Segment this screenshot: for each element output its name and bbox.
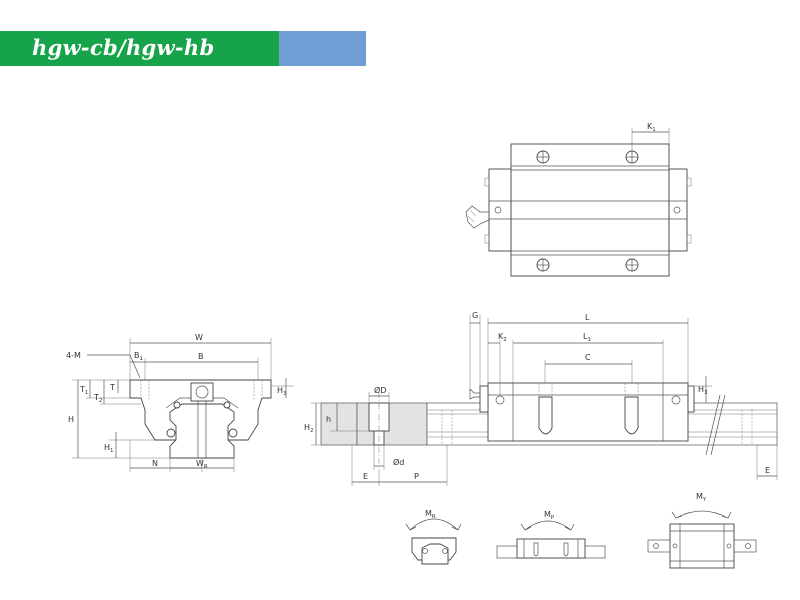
top-view: K1 (465, 122, 692, 277)
moment-mp: MP (496, 510, 606, 559)
dim-label-c: C (585, 353, 591, 362)
dim-label-h1: H1 (104, 443, 114, 454)
dim-label-h2: H2 (304, 423, 314, 434)
dim-label-p: P (414, 472, 419, 481)
top-view-block (510, 143, 670, 277)
grease-hole-icon (671, 395, 681, 405)
dim-label-t1: T1 (79, 385, 88, 396)
moment-my: MY (647, 492, 757, 569)
dim-label-k2: K2 (498, 332, 507, 343)
side-view-block (487, 382, 689, 442)
ball-icon (223, 401, 231, 409)
ball-icon (228, 428, 238, 438)
screw-icon (536, 258, 550, 272)
rail-section-shaded (320, 402, 358, 446)
side-view: G L K2 L1 C H3 ØD h H2 (304, 311, 778, 486)
moment-label-mp: MP (544, 510, 555, 521)
screw-icon (625, 258, 639, 272)
screw-icon (536, 150, 550, 164)
banner-green-block (0, 31, 279, 66)
ball-icon (166, 428, 176, 438)
dim-label-l1: L1 (583, 332, 591, 343)
top-view-end-seal-right (668, 168, 688, 252)
screw-icon (625, 150, 639, 164)
dim-label-l: L (585, 313, 590, 322)
moment-mr: MR (405, 509, 462, 565)
ball-icon (173, 401, 181, 409)
dim-label-n: N (152, 459, 158, 468)
rotation-arrow-icon (409, 518, 459, 531)
grease-hole-icon (494, 206, 502, 214)
grease-hole-icon (673, 206, 681, 214)
dim-label-h-small: h (326, 415, 331, 424)
front-view-rail (169, 403, 235, 459)
dim-label-od-big: ØD (374, 385, 386, 395)
dim-label-h3-side: H3 (698, 385, 708, 396)
dim-label-wr: WR (196, 459, 208, 470)
mounting-slot (624, 396, 639, 435)
dim-label-t2: T2 (93, 393, 102, 404)
dim-label-4m: 4-M (66, 351, 81, 360)
top-view-end-seal-left (488, 168, 512, 252)
moment-label-my: MY (696, 492, 707, 503)
grease-nipple-icon (465, 205, 490, 229)
dim-label-e: E (363, 472, 368, 481)
banner-blue-block (279, 31, 366, 66)
dim-label-od-small: Ød (393, 457, 404, 467)
dim-label-g: G (472, 311, 478, 320)
mounting-slot (538, 396, 553, 435)
dim-label-b1: B1 (134, 351, 143, 362)
dim-label-e-right: E (765, 466, 770, 475)
dim-label-w: W (195, 333, 203, 342)
dim-label-t: T (109, 383, 115, 392)
front-view: W B B1 4-M H (66, 333, 294, 472)
rotation-arrow-icon (524, 520, 572, 531)
header-banner: hgw-cb/hgw-hb (0, 31, 366, 66)
bolt-icon (190, 382, 214, 402)
moment-label-mr: MR (425, 509, 436, 520)
dim-label-k1: K1 (647, 122, 656, 133)
dim-label-b: B (198, 352, 204, 361)
rotation-arrow-icon (675, 510, 729, 519)
page-title: hgw-cb/hgw-hb (32, 35, 215, 60)
dim-label-h3-front: H3 (277, 386, 287, 397)
grease-nipple-icon (469, 388, 480, 400)
dim-label-h: H (68, 415, 74, 424)
